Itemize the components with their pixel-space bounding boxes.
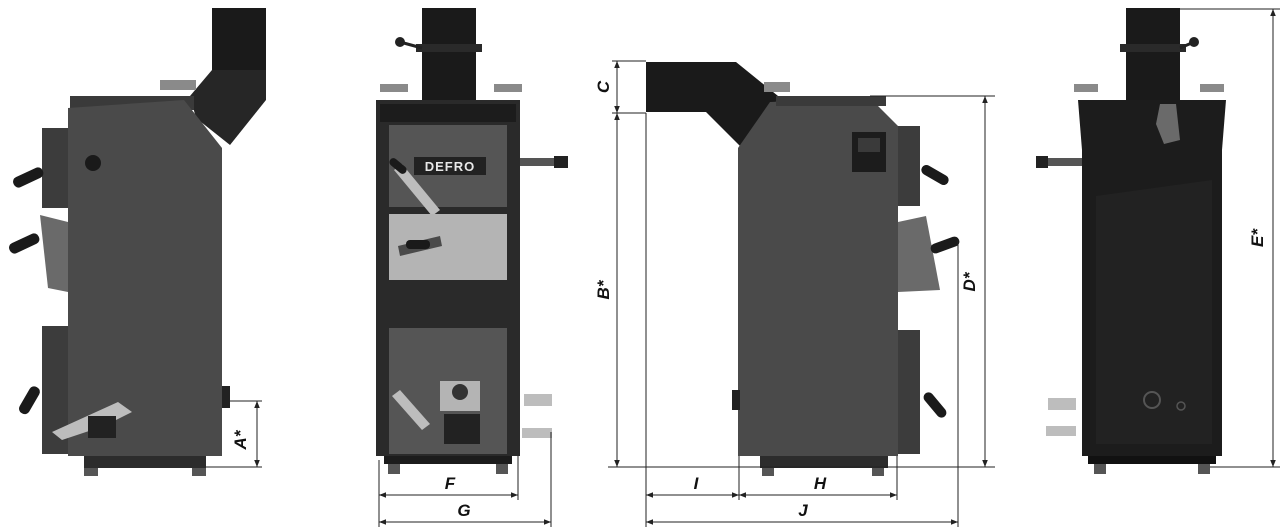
front-top-hatch-left [380,84,408,92]
brand-plate [414,157,486,175]
right-upper-handle [921,165,949,185]
middle-door [40,215,68,292]
flue-pipe [646,62,778,146]
back-view: E* [1036,8,1280,474]
inspection-port [85,155,101,171]
right-rear-fitting [732,390,740,410]
upper-handle [13,167,44,188]
chimney-elbow [190,70,266,145]
dim-label-b: B* [594,279,613,299]
front-upper-grip [389,158,407,174]
front-foot-left [388,464,400,474]
dim-label-h: H [814,474,827,493]
dim-label-f: F [445,474,456,493]
front-lower-handle [392,390,430,430]
dim-label-e: E* [1248,228,1267,247]
dim-label-c: C [594,80,613,93]
top-hatch [160,80,196,90]
lever-mount [88,416,116,438]
back-top-funnel [1078,100,1226,150]
left-side-view: A* [9,8,266,476]
back-foot-right [1198,464,1210,474]
foot-left [84,468,98,476]
front-foot-right [496,464,508,474]
front-view: DEFRO F G [376,8,568,527]
dim-label-d: D* [960,271,979,291]
back-side-lever-foot [1046,426,1076,436]
right-upper-door [898,126,920,206]
dim-label-g: G [457,501,470,520]
back-base [1088,456,1216,464]
upper-door [42,128,68,208]
front-chimney [422,8,476,100]
front-top-band [380,104,516,122]
front-base [384,456,512,464]
dim-label-i: I [694,474,700,493]
front-side-tube [520,158,560,166]
rear-fitting [222,386,230,408]
front-lower-plate [444,414,480,444]
back-side-tube-knob [1036,156,1048,168]
right-foot-left [762,468,774,476]
back-top-hatch-right [1200,84,1224,92]
right-top-lid [776,96,886,106]
front-side-lever-foot [522,428,552,438]
back-foot-left [1094,464,1106,474]
front-upper-handle [394,164,440,216]
right-side-view: C B* D* I H J [594,60,995,527]
foot-right [192,468,206,476]
flue-hatch [764,82,790,92]
brand-logo-text: DEFRO [425,159,476,174]
back-flue-inner [1156,104,1180,144]
right-middle-handle [930,236,960,254]
back-side-lever [1048,398,1076,410]
front-middle-grip [406,240,430,249]
right-base [760,456,888,468]
back-chimney [1126,8,1180,100]
back-outlet-small [1176,401,1186,411]
back-side-tube [1044,158,1082,166]
middle-handle [9,233,40,254]
front-side-lever [524,394,552,406]
base-plinth [84,456,206,468]
back-chimney-flange [1120,44,1186,52]
lower-handle [18,386,40,415]
chimney-flange [416,44,482,52]
front-regulator [452,384,468,400]
right-lower-handle [923,392,947,418]
dim-label-a: A* [231,429,250,450]
back-rear-panel [1096,180,1212,444]
back-top-hatch-left [1074,84,1098,92]
right-foot-right [872,468,884,476]
front-side-tube-knob [554,156,568,168]
draft-crank-knob [395,37,405,47]
right-lower-door [898,330,920,454]
back-outlet-large [1143,391,1161,409]
front-top-hatch-right [494,84,522,92]
back-crank-knob [1189,37,1199,47]
boiler-body [68,100,222,456]
control-panel-screen [858,138,880,152]
dim-label-j: J [798,501,808,520]
right-body [738,98,898,456]
right-middle-door [898,216,940,292]
